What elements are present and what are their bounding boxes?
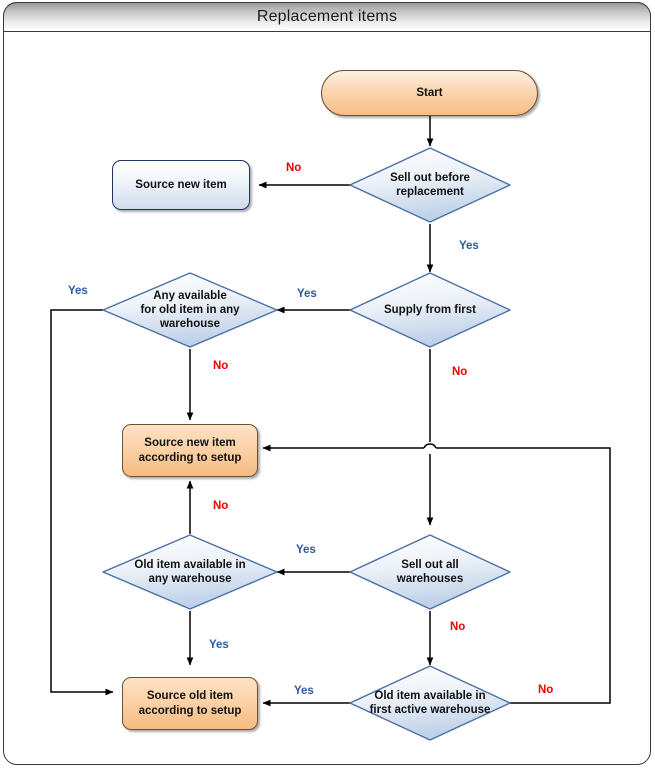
node-sell-out-all-warehouses-label: Sell out all warehouses (396, 558, 464, 585)
node-any-available-old-item-label: Any available for old item in any wareho… (140, 289, 240, 330)
edge-label-sell-out-before-yes: Yes (459, 240, 479, 252)
decision-shape (349, 272, 511, 348)
decision-shape (349, 665, 511, 741)
node-supply-from-first[interactable]: Supply from first (348, 271, 512, 349)
node-old-item-available-any-warehouse-label: Old item available in any warehouse (134, 558, 246, 585)
node-supply-from-first-label: Supply from first (383, 303, 476, 316)
node-source-new-item-according-to-setup[interactable]: Source new item according to setup (122, 424, 258, 477)
node-source-new-item-according-to-setup-label: Source new item according to setup (138, 437, 242, 464)
node-any-available-old-item[interactable]: Any available for old item in any wareho… (101, 271, 279, 349)
diagram-panel (3, 2, 651, 765)
edge-label-old-item-first-no: No (538, 684, 554, 696)
edge-label-old-item-first-yes: Yes (294, 685, 314, 697)
edge-label-supply-from-first-yes: Yes (297, 288, 317, 300)
node-old-item-available-first-active-warehouse-label: Old item available in first active wareh… (369, 689, 491, 716)
decision-shape (102, 534, 278, 610)
node-start-label: Start (416, 86, 443, 99)
node-source-new-item-label: Source new item (135, 178, 227, 191)
decision-shape (102, 272, 278, 348)
node-sell-out-before-replacement[interactable]: Sell out before replacement (348, 146, 512, 224)
node-source-old-item-according-to-setup[interactable]: Source old item according to setup (122, 677, 258, 730)
node-sell-out-all-warehouses[interactable]: Sell out all warehouses (348, 533, 512, 611)
node-old-item-available-any-warehouse[interactable]: Old item available in any warehouse (101, 533, 279, 611)
edge-label-sell-out-all-yes: Yes (296, 544, 316, 556)
node-source-old-item-according-to-setup-label: Source old item according to setup (138, 690, 242, 717)
edge-label-old-item-any-yes: Yes (209, 639, 229, 651)
node-old-item-available-first-active-warehouse[interactable]: Old item available in first active wareh… (348, 664, 512, 742)
edge-label-sell-out-all-no: No (450, 621, 466, 633)
edge-label-any-available-yes: Yes (68, 285, 88, 297)
node-source-new-item[interactable]: Source new item (112, 160, 250, 210)
edge-label-sell-out-before-no: No (286, 162, 302, 174)
edge-label-supply-from-first-no: No (452, 366, 468, 378)
edge-label-old-item-any-no: No (213, 500, 229, 512)
edge-label-any-available-no: No (213, 360, 229, 372)
decision-shape (349, 534, 511, 610)
node-sell-out-before-replacement-label: Sell out before replacement (390, 171, 470, 198)
panel-title: Replacement items (3, 2, 651, 32)
decision-shape (349, 147, 511, 223)
node-start[interactable]: Start (321, 70, 538, 116)
